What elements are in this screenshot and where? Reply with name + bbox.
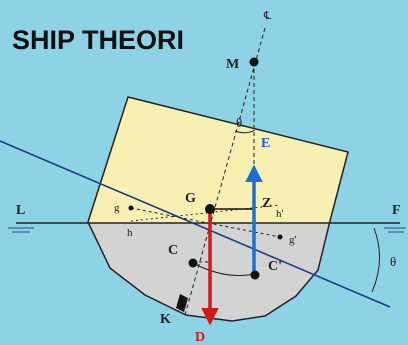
- label-c-prime: C': [268, 259, 282, 274]
- label-c: C: [168, 243, 178, 258]
- gravity-center-point: [205, 204, 215, 214]
- label-l: L: [16, 203, 25, 218]
- label-g-weight: g: [114, 202, 120, 214]
- keel-block: [176, 294, 188, 312]
- angle-arc-right: [371, 227, 381, 293]
- label-k: K: [160, 312, 171, 327]
- title: SHIP THEORI: [12, 25, 184, 55]
- ship-centerline: [184, 27, 266, 316]
- angle-arc-top: [234, 129, 256, 134]
- centerline-symbol: ℄: [263, 10, 271, 22]
- label-h-prime: h': [276, 208, 284, 220]
- weight-point: [128, 205, 134, 211]
- label-h: h: [127, 227, 133, 239]
- label-e: E: [261, 136, 270, 151]
- label-m: M: [226, 57, 239, 72]
- hull-above-water: [87, 96, 349, 223]
- label-theta-right: θ: [390, 254, 396, 269]
- inclined-waterline: [0, 140, 391, 308]
- label-f: F: [392, 203, 401, 218]
- label-g-prime: g': [289, 234, 297, 246]
- buoyancy-center-point: [188, 258, 198, 268]
- label-g: G: [185, 191, 196, 206]
- metacenter-point: [249, 57, 259, 67]
- label-d: D: [195, 330, 205, 345]
- buoyancy-shift-arc: [192, 262, 256, 277]
- label-z: Z: [262, 196, 271, 211]
- weight-prime-point: [277, 234, 283, 240]
- label-theta-top: θ: [236, 115, 242, 130]
- buoyancy-center-prime-point: [250, 270, 260, 280]
